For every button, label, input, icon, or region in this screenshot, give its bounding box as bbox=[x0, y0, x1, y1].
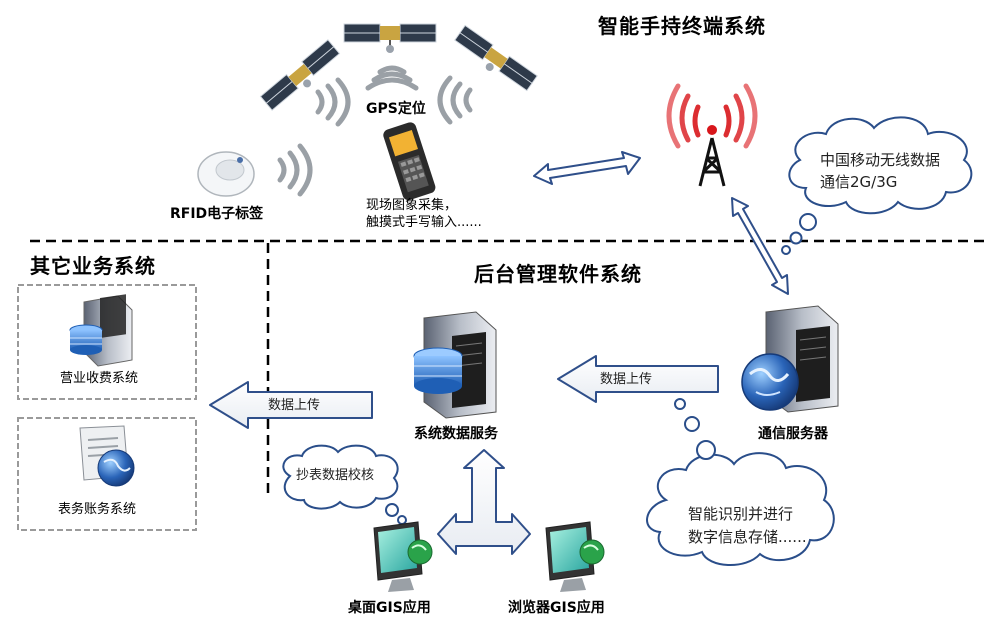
upload-arrow-right bbox=[557, 355, 719, 403]
upload-arrow-left bbox=[209, 381, 373, 429]
field-capture-label-line1: 现场图象采集， bbox=[366, 198, 458, 213]
comm-server-label: 通信服务器 bbox=[758, 426, 828, 442]
browser-gis-label: 浏览器GIS应用 bbox=[508, 600, 605, 616]
satellite-icon bbox=[343, 23, 437, 53]
comm-server-icon bbox=[741, 305, 839, 413]
signal-wave-icon bbox=[365, 65, 419, 91]
desktop-gis-monitor-icon bbox=[373, 521, 433, 592]
tower-server-double-arrow bbox=[731, 197, 789, 295]
radio-tower-icon bbox=[666, 83, 758, 187]
rfid-label: RFID电子标签 bbox=[170, 206, 264, 222]
satellite-icon bbox=[454, 24, 538, 92]
smart-cloud-text-line1: 智能识别并进行 bbox=[688, 505, 794, 523]
signal-wave-icon bbox=[277, 143, 313, 197]
meter-account-document-icon bbox=[79, 425, 135, 487]
mobile-network-cloud bbox=[781, 116, 973, 255]
mobile-cloud-text-line2: 通信2G/3G bbox=[820, 173, 898, 191]
handheld-terminal-icon bbox=[383, 122, 436, 201]
data-service-label: 系统数据服务 bbox=[414, 426, 498, 442]
backend-title: 后台管理软件系统 bbox=[474, 262, 642, 286]
smart-handheld-title: 智能手持终端系统 bbox=[598, 14, 766, 38]
billing-server-icon bbox=[69, 294, 133, 367]
smart-cloud-text-line2: 数字信息存储...... bbox=[688, 528, 807, 546]
signal-wave-icon bbox=[437, 75, 473, 125]
other-business-title: 其它业务系统 bbox=[30, 254, 156, 278]
gis-cross-arrow bbox=[437, 449, 531, 555]
billing-system-label: 营业收费系统 bbox=[60, 371, 139, 386]
data-service-server-icon bbox=[413, 311, 497, 419]
gps-label: GPS定位 bbox=[366, 101, 426, 117]
meter-account-label: 表务账务系统 bbox=[58, 502, 137, 517]
meter-check-cloud-text: 抄表数据校核 bbox=[296, 468, 375, 483]
signal-wave-icon bbox=[315, 77, 351, 127]
desktop-gis-label: 桌面GIS应用 bbox=[348, 600, 431, 616]
rfid-tag-icon bbox=[197, 151, 255, 197]
smart-recognition-cloud bbox=[646, 398, 835, 567]
upload-left-label: 数据上传 bbox=[268, 398, 321, 413]
handheld-tower-double-arrow bbox=[533, 151, 641, 185]
satellite-icon bbox=[259, 39, 341, 111]
mobile-cloud-text-line1: 中国移动无线数据 bbox=[820, 151, 941, 169]
browser-gis-monitor-icon bbox=[545, 521, 605, 592]
upload-right-label: 数据上传 bbox=[600, 372, 653, 387]
field-capture-label-line2: 触摸式手写输入...... bbox=[366, 215, 482, 230]
meter-check-cloud bbox=[282, 444, 407, 525]
